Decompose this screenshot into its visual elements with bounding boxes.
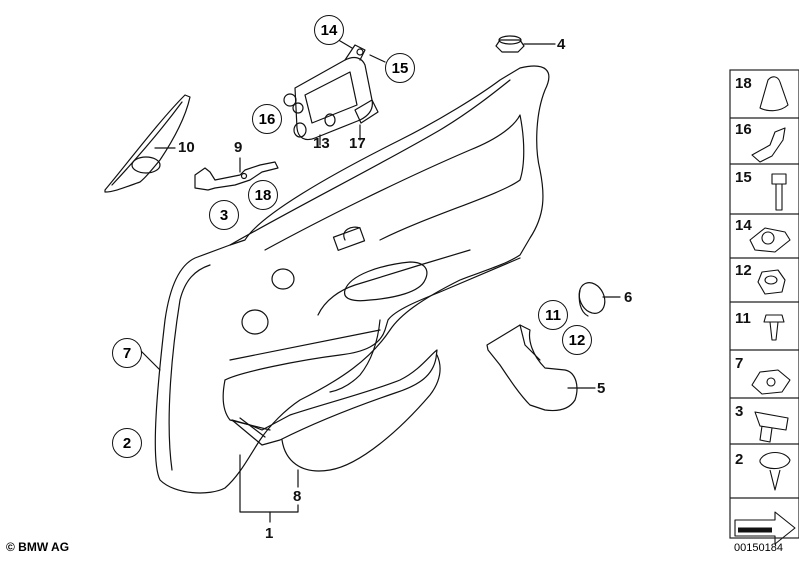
callout-12: 12 bbox=[562, 325, 592, 355]
inner-recess bbox=[343, 226, 361, 241]
armrest-pocket bbox=[224, 257, 521, 381]
screw-16 bbox=[283, 93, 297, 107]
label-6: 6 bbox=[624, 289, 633, 306]
callout-11: 11 bbox=[538, 300, 568, 330]
leader-7 bbox=[139, 349, 161, 371]
label-9: 9 bbox=[234, 139, 243, 156]
lower-trim-5 bbox=[486, 324, 578, 412]
part-12-icon bbox=[757, 269, 786, 295]
label-13: 13 bbox=[313, 135, 330, 152]
part-2-icon bbox=[759, 451, 791, 491]
part-label-7: 7 bbox=[735, 355, 744, 372]
part-label-11: 11 bbox=[735, 310, 751, 327]
part-16-icon bbox=[751, 127, 786, 163]
clip-17 bbox=[354, 99, 379, 124]
door-pocket-trim bbox=[231, 349, 438, 446]
part-15-icon bbox=[771, 173, 787, 211]
bracket-9 bbox=[194, 161, 279, 191]
part-11-icon bbox=[763, 314, 785, 341]
callout-18: 18 bbox=[248, 180, 278, 210]
part-18-icon bbox=[759, 76, 789, 112]
callout-15: 15 bbox=[385, 53, 415, 83]
part-14-icon bbox=[749, 227, 791, 253]
handle-recess bbox=[344, 261, 428, 302]
cover-cap-6 bbox=[578, 282, 606, 314]
handle-lower bbox=[317, 249, 471, 316]
door-pocket-cut bbox=[239, 417, 266, 438]
part-label-12: 12 bbox=[735, 262, 752, 279]
speaker-grille-large bbox=[241, 309, 269, 335]
window-trim-inner bbox=[111, 101, 183, 186]
part-label-2: 2 bbox=[735, 451, 744, 468]
part-label-18: 18 bbox=[735, 75, 752, 92]
tweeter-cover bbox=[131, 156, 161, 174]
lower-pocket-divider bbox=[229, 329, 381, 361]
door-panel-top-edge bbox=[229, 79, 511, 246]
callout-14: 14 bbox=[314, 15, 344, 45]
part-label-3: 3 bbox=[735, 403, 744, 420]
label-4: 4 bbox=[557, 36, 566, 53]
part-7-icon bbox=[751, 369, 791, 395]
copyright-text: © BMW AG bbox=[6, 540, 70, 554]
label-10: 10 bbox=[178, 139, 195, 156]
door-panel-inner-line bbox=[168, 264, 211, 471]
leader-1-bracket bbox=[239, 454, 299, 513]
label-1: 1 bbox=[265, 525, 274, 542]
bolt-13 bbox=[293, 122, 307, 138]
part-label-14: 14 bbox=[735, 217, 752, 234]
callout-2: 2 bbox=[112, 428, 142, 458]
pocket-lower bbox=[222, 379, 271, 431]
leader-15 bbox=[369, 54, 386, 63]
part-label-15: 15 bbox=[735, 169, 752, 186]
part-label-16: 16 bbox=[735, 121, 752, 138]
callout-16: 16 bbox=[252, 104, 282, 134]
speaker-grille-small bbox=[271, 268, 295, 290]
label-5: 5 bbox=[597, 380, 606, 397]
plug-4 bbox=[495, 39, 525, 53]
door-pocket-lower bbox=[281, 354, 441, 472]
part-3-icon bbox=[754, 411, 789, 443]
door-panel-outline bbox=[154, 65, 550, 494]
callout-7: 7 bbox=[112, 338, 142, 368]
control-unit bbox=[294, 56, 373, 141]
switch-plate bbox=[332, 227, 366, 251]
panel-seam bbox=[329, 319, 381, 393]
drawing-number: 00150184 bbox=[734, 542, 783, 554]
callout-3: 3 bbox=[209, 200, 239, 230]
label-8: 8 bbox=[293, 488, 302, 505]
label-17: 17 bbox=[349, 135, 366, 152]
window-trim-piece bbox=[104, 94, 191, 193]
window-upper-trim bbox=[264, 114, 525, 251]
